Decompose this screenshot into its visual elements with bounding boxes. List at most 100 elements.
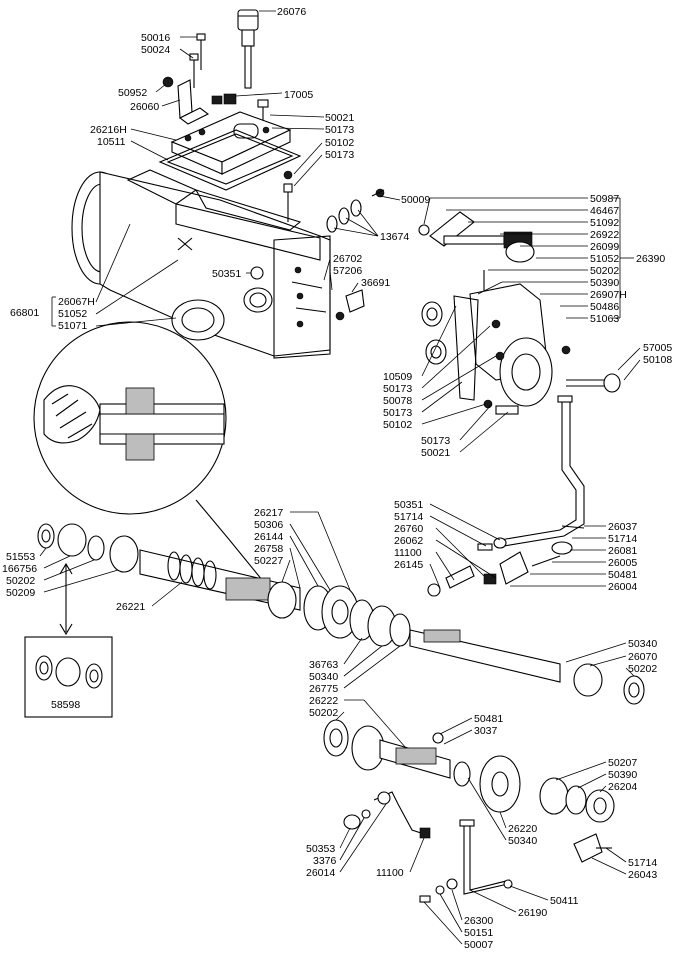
- label-26014: 26014: [306, 867, 335, 879]
- label-26145: 26145: [394, 559, 423, 571]
- label-26216H: 26216H: [90, 124, 127, 136]
- label-26144: 26144: [254, 531, 283, 543]
- label-57005: 57005: [643, 342, 672, 354]
- label-50102-pto: 50102: [383, 419, 412, 431]
- label-50486: 50486: [590, 301, 619, 313]
- label-36691: 36691: [361, 277, 390, 289]
- gasket-10511: [158, 129, 302, 191]
- label-50987: 50987: [590, 193, 619, 205]
- main-shaft-26221: [37, 523, 301, 619]
- label-51553: 51553: [6, 551, 35, 563]
- lower-shaft-26222: [323, 719, 615, 823]
- label-66801: 66801: [10, 307, 39, 319]
- label-51714-fork-left: 51714: [394, 511, 423, 523]
- label-26070: 26070: [628, 651, 657, 663]
- label-50021-top: 50021: [325, 112, 354, 124]
- label-26062: 26062: [394, 535, 423, 547]
- label-26004: 26004: [608, 581, 637, 593]
- label-50351-fork: 50351: [394, 499, 423, 511]
- top-cover-26216H: [170, 111, 292, 175]
- label-50306: 50306: [254, 519, 283, 531]
- label-26907H: 26907H: [590, 289, 627, 301]
- label-51092: 51092: [590, 217, 619, 229]
- gear-stack-26217: [303, 585, 411, 647]
- label-50202-shaft: 50202: [6, 575, 35, 587]
- label-26204: 26204: [608, 781, 637, 793]
- output-shaft-26070: [409, 629, 645, 705]
- shift-fork-parts: [427, 541, 573, 597]
- label-50007: 50007: [464, 939, 493, 951]
- label-50024: 50024: [141, 44, 170, 56]
- label-50207: 50207: [608, 757, 637, 769]
- label-50209: 50209: [6, 587, 35, 599]
- fork-26190: [419, 819, 612, 903]
- label-50390-lower: 50390: [608, 769, 637, 781]
- label-50202-output: 50202: [628, 663, 657, 675]
- washers-right-of-cover: [283, 170, 385, 233]
- bolts-top: [162, 33, 269, 122]
- label-51071: 51071: [58, 320, 87, 332]
- label-26060: 26060: [130, 101, 159, 113]
- label-10511: 10511: [97, 136, 126, 148]
- label-50481-fork: 50481: [608, 569, 637, 581]
- label-17005: 17005: [284, 89, 313, 101]
- label-46467: 46467: [590, 205, 619, 217]
- label-26190: 26190: [518, 907, 547, 919]
- part-number-labels: 26076 50016 50024 50952 26060 17005 5002…: [2, 6, 672, 951]
- inset-box-58598: [24, 562, 113, 718]
- pto-assembly-26390: [418, 211, 621, 415]
- label-26043: 26043: [628, 869, 657, 881]
- label-50108: 50108: [643, 354, 672, 366]
- fork-26014: [343, 791, 431, 839]
- label-50340-gear: 50340: [309, 671, 338, 683]
- label-50173-pto-2: 50173: [383, 407, 412, 419]
- label-13674: 13674: [380, 231, 409, 243]
- label-50340-lower: 50340: [508, 835, 537, 847]
- label-50151: 50151: [464, 927, 493, 939]
- label-26217: 26217: [254, 507, 283, 519]
- label-58598: 58598: [51, 699, 80, 711]
- label-36763: 36763: [309, 659, 338, 671]
- label-26922: 26922: [590, 229, 619, 241]
- label-26775: 26775: [309, 683, 338, 695]
- label-26076: 26076: [277, 6, 306, 18]
- label-51063: 51063: [590, 313, 619, 325]
- label-166756: 166756: [2, 563, 37, 575]
- label-50481-lower: 50481: [474, 713, 503, 725]
- label-50078: 50078: [383, 395, 412, 407]
- label-51052-pto: 51052: [590, 253, 619, 265]
- detail-magnifier: [33, 321, 263, 581]
- label-57206: 57206: [333, 265, 362, 277]
- label-26390: 26390: [636, 253, 665, 265]
- label-50340-output: 50340: [628, 638, 657, 650]
- label-11100-lower: 11100: [376, 867, 404, 879]
- label-50952: 50952: [118, 87, 147, 99]
- label-50227: 50227: [254, 555, 283, 567]
- label-50102-top: 50102: [325, 137, 354, 149]
- label-26037: 26037: [608, 521, 637, 533]
- label-50202-pto: 50202: [590, 265, 619, 277]
- gearbox-housing-66801: [71, 169, 331, 359]
- label-26220: 26220: [508, 823, 537, 835]
- label-26760: 26760: [394, 523, 423, 535]
- label-51714-fork-right: 51714: [608, 533, 637, 545]
- label-50202-lower: 50202: [309, 707, 338, 719]
- label-26300: 26300: [464, 915, 493, 927]
- label-26221: 26221: [116, 601, 145, 613]
- housing-small-parts: [250, 266, 365, 321]
- bracket-26060: [177, 79, 210, 125]
- label-50173-top-2: 50173: [325, 149, 354, 161]
- label-50411: 50411: [550, 895, 579, 907]
- label-11100-fork: 11100: [394, 547, 422, 559]
- label-26758: 26758: [254, 543, 283, 555]
- label-26081: 26081: [608, 545, 637, 557]
- label-26005: 26005: [608, 557, 637, 569]
- label-3376: 3376: [313, 855, 337, 867]
- label-50353: 50353: [306, 843, 335, 855]
- label-50021-pto: 50021: [421, 447, 450, 459]
- label-51052-housing: 51052: [58, 308, 87, 320]
- label-26099: 26099: [590, 241, 619, 253]
- label-50390-pto: 50390: [590, 277, 619, 289]
- shift-rod-26037: [493, 395, 585, 549]
